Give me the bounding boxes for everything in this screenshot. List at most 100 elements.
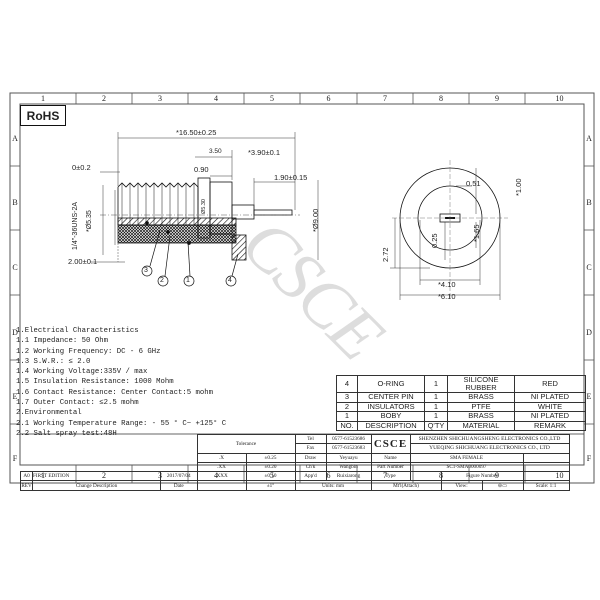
ruler-row-label: D [12, 328, 18, 337]
app-label: App'd [294, 471, 327, 482]
bom-remark: NI PLATED [514, 392, 586, 403]
bom-remark: WHITE [514, 401, 586, 412]
dim-0-2: 0±0.2 [72, 163, 91, 172]
title-block: Tolerance Tel 0577-61523686 CSCE SHENZHE… [20, 433, 570, 491]
material-attach: Mt'l(Attach) [370, 480, 442, 491]
note-line: 2.2 Salt spray test:48H [16, 429, 117, 438]
note-line: 1.2 Working Frequency: DC - 6 GHz [16, 347, 161, 356]
company-name: SHENZHEN SHICHUANGSHENG ELECTRONICS CO.,… [409, 433, 570, 445]
rohs-badge: RoHS [20, 105, 66, 126]
bom-qty: 1 [424, 411, 448, 422]
part-label: Part Number [370, 461, 411, 473]
ruler-col-label: 5 [270, 94, 274, 103]
bom-header: NO. DESCRIPTION Q'TY MATERIAL REMARK [336, 420, 586, 431]
bom-row: 1 BOBY 1 BRASS NI PLATED [336, 411, 586, 422]
ruler-row-label: E [12, 392, 18, 401]
dim-0-90: 0.90 [194, 165, 209, 174]
dim-1-65: *1.65 [472, 224, 481, 242]
dim-6-10: *6.10 [438, 292, 456, 301]
side-dimensions [90, 132, 319, 263]
type-label: Type [370, 471, 411, 482]
bom-header-no: NO. [336, 420, 358, 431]
name-label: Name [370, 452, 411, 463]
bill-of-materials: 4 O-RING 1 SILICONE RUBBER RED 3 CENTER … [336, 375, 586, 431]
ruler-col-label: 9 [495, 94, 499, 103]
tolerance-label: Tolerance [196, 434, 296, 454]
bom-header-desc: DESCRIPTION [357, 420, 425, 431]
date-label: Date [160, 480, 198, 491]
draw-value: Yeyuayu [325, 452, 372, 463]
tol-xxx-val: ±0.10 [245, 471, 296, 482]
company-name-2: YUEQING SHICHUANG ELECTRONICS CO., LTD [409, 443, 570, 454]
bom-desc: CENTER PIN [357, 392, 425, 403]
ruler-row-label: A [12, 134, 18, 143]
electrical-notes: 1.Electrical Characteristics 1.1 Impedan… [16, 326, 226, 439]
bom-no: 3 [336, 392, 358, 403]
dim-0-51: 0.51 [466, 179, 481, 188]
bom-row: 4 O-RING 1 SILICONE RUBBER RED [336, 375, 586, 393]
tol-angle-val: ±1° [245, 480, 296, 491]
dim-0-25: 0.25 [430, 233, 439, 248]
balloon-number: 3 [144, 267, 148, 274]
balloon-number: 2 [160, 277, 164, 284]
bom-no: 1 [336, 411, 358, 422]
column-ruler-top: 1 2 3 4 5 6 7 8 9 10 [10, 93, 594, 104]
tol-x: .X [196, 452, 247, 463]
part-value: SC1-SMA0000097 [409, 461, 524, 473]
thread-outline [117, 182, 199, 226]
dim-1-90: 1.90±0.15 [274, 173, 308, 182]
rev-label: REV [20, 480, 33, 491]
bom-desc: O-RING [357, 375, 425, 393]
ruler-row-label: C [12, 263, 18, 272]
bom-remark: RED [514, 375, 586, 393]
ruler-col-label: 10 [555, 94, 564, 103]
balloon-number: 1 [186, 277, 190, 284]
ruler-row-label: F [12, 454, 18, 463]
bom-material: BRASS [447, 392, 515, 403]
rev-date: 2017/07/04 [160, 471, 198, 482]
dim-dia-9-00: *Ø9.00 [311, 208, 320, 232]
tel-label: Tel [294, 433, 327, 445]
note-line: 1.4 Working Voltage:335V / max [16, 368, 148, 377]
units: Units: mm [294, 480, 372, 491]
fax-label: Fax [294, 443, 327, 454]
note-line: 1.3 S.W.R.: ≤ 2.0 [16, 357, 91, 366]
bom-row: 2 INSULATORS 1 PTFE WHITE [336, 401, 586, 412]
bom-remark: NI PLATED [514, 411, 586, 422]
bom-header-remark: REMARK [514, 420, 586, 431]
bom-no: 2 [336, 401, 358, 412]
app-value: Ruixiarong [325, 471, 372, 482]
tol-xx-val: ±0.20 [245, 461, 296, 473]
name-value: SMA FEMALE [409, 452, 524, 463]
bom-qty: 1 [424, 401, 448, 412]
view-label: View: [440, 480, 483, 491]
note-line: 1.6 Contact Resistance: Center Contact:5… [16, 388, 214, 397]
tol-xx: .XX [196, 461, 247, 473]
bom-no: 4 [336, 375, 358, 393]
rev-a0: A0 [20, 471, 33, 482]
note-line: 2.Environmental [16, 409, 82, 418]
ruler-row-label: B [12, 198, 18, 207]
ruler-col-label: 7 [383, 94, 387, 103]
tol-x-val: ±0.25 [245, 452, 296, 463]
side-view [100, 177, 300, 262]
bom-desc: INSULATORS [357, 401, 425, 412]
bom-desc: BOBY [357, 411, 425, 422]
balloon-number: 4 [228, 277, 232, 284]
ruler-col-label: 1 [41, 94, 45, 103]
ruler-col-label: 2 [102, 94, 106, 103]
bom-material: PTFE [447, 401, 515, 412]
dim-thread: 1/4"-36UNS-2A [72, 201, 79, 250]
section-hatch [117, 224, 237, 244]
figure-label: Figure Number [440, 471, 524, 482]
draw-label: Draw [294, 452, 327, 463]
dim-1-00: *1.00 [514, 178, 523, 196]
dim-3-50: 3.50 [209, 148, 222, 155]
ruler-col-label: 3 [158, 94, 162, 103]
bom-material: SILICONE RUBBER [447, 375, 515, 393]
note-line: 2.1 Working Temperature Range: - 55 ° C~… [16, 419, 227, 428]
change-label: Change Description [32, 480, 161, 491]
bom-header-qty: Q'TY [424, 420, 448, 431]
ruler-row-label: E [586, 392, 592, 401]
